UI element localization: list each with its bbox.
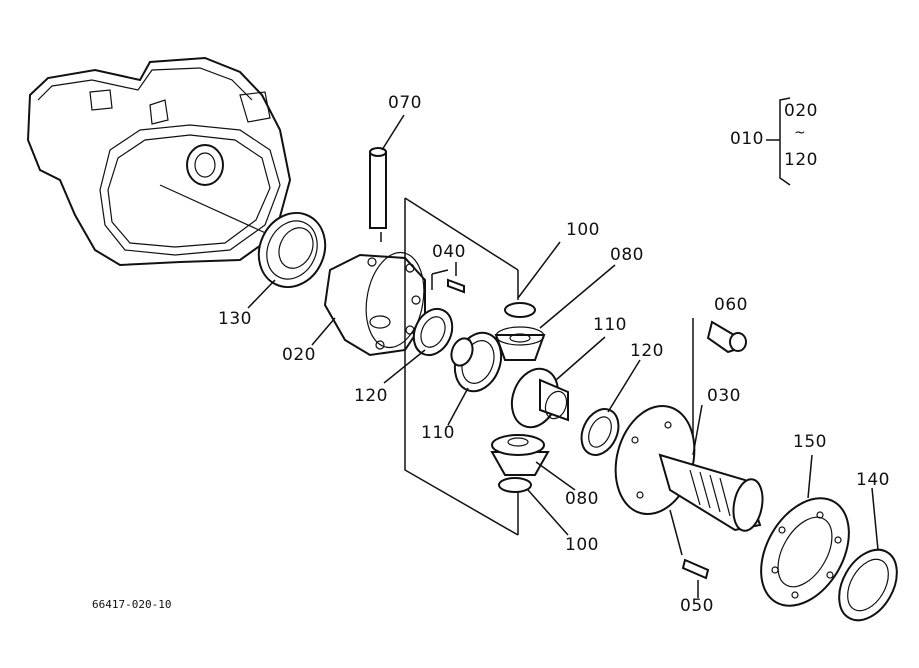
bolt-060 xyxy=(706,320,747,354)
pin-050 xyxy=(669,509,710,580)
label-010: 010 xyxy=(730,129,764,149)
label-130: 130 xyxy=(218,309,252,329)
label-110-right: 110 xyxy=(593,315,627,335)
side-gear-110-left xyxy=(450,331,503,393)
label-120-right: 120 xyxy=(630,341,664,361)
pin-070 xyxy=(369,114,405,242)
label-080-bottom: 080 xyxy=(565,489,599,509)
label-range-end-120: 120 xyxy=(784,150,818,170)
bearing-140 xyxy=(838,548,898,622)
bearing-130 xyxy=(257,212,327,288)
pinion-080-bottom xyxy=(490,434,550,493)
label-range-tilde: ~ xyxy=(794,125,807,141)
thrust-washer-120-right xyxy=(580,408,620,456)
pinion-080-top xyxy=(494,302,546,361)
reference-bracket-010 xyxy=(766,97,791,186)
label-080-top: 080 xyxy=(610,245,644,265)
label-070: 070 xyxy=(388,93,422,113)
label-100-bottom: 100 xyxy=(565,535,599,555)
label-100-top: 100 xyxy=(566,220,600,240)
bearing-housing-150 xyxy=(760,497,850,607)
label-020: 020 xyxy=(282,345,316,365)
label-030: 030 xyxy=(707,386,741,406)
label-050: 050 xyxy=(680,596,714,616)
bolt-040 xyxy=(431,262,465,294)
transmission-housing xyxy=(26,56,292,267)
label-040: 040 xyxy=(432,242,466,262)
axle-shaft-030 xyxy=(614,404,764,532)
assembly-bracket-lines xyxy=(404,197,694,536)
label-060: 060 xyxy=(714,295,748,315)
label-140: 140 xyxy=(856,470,890,490)
label-110-left: 110 xyxy=(421,423,455,443)
side-gear-110-right xyxy=(510,367,569,429)
label-120-left: 120 xyxy=(354,386,388,406)
thrust-washer-120-left xyxy=(412,307,454,357)
leader-lines xyxy=(247,241,879,598)
label-150: 150 xyxy=(793,432,827,452)
figure-code: 66417-020-10 xyxy=(92,598,172,611)
label-range-start-020: 020 xyxy=(784,101,818,121)
